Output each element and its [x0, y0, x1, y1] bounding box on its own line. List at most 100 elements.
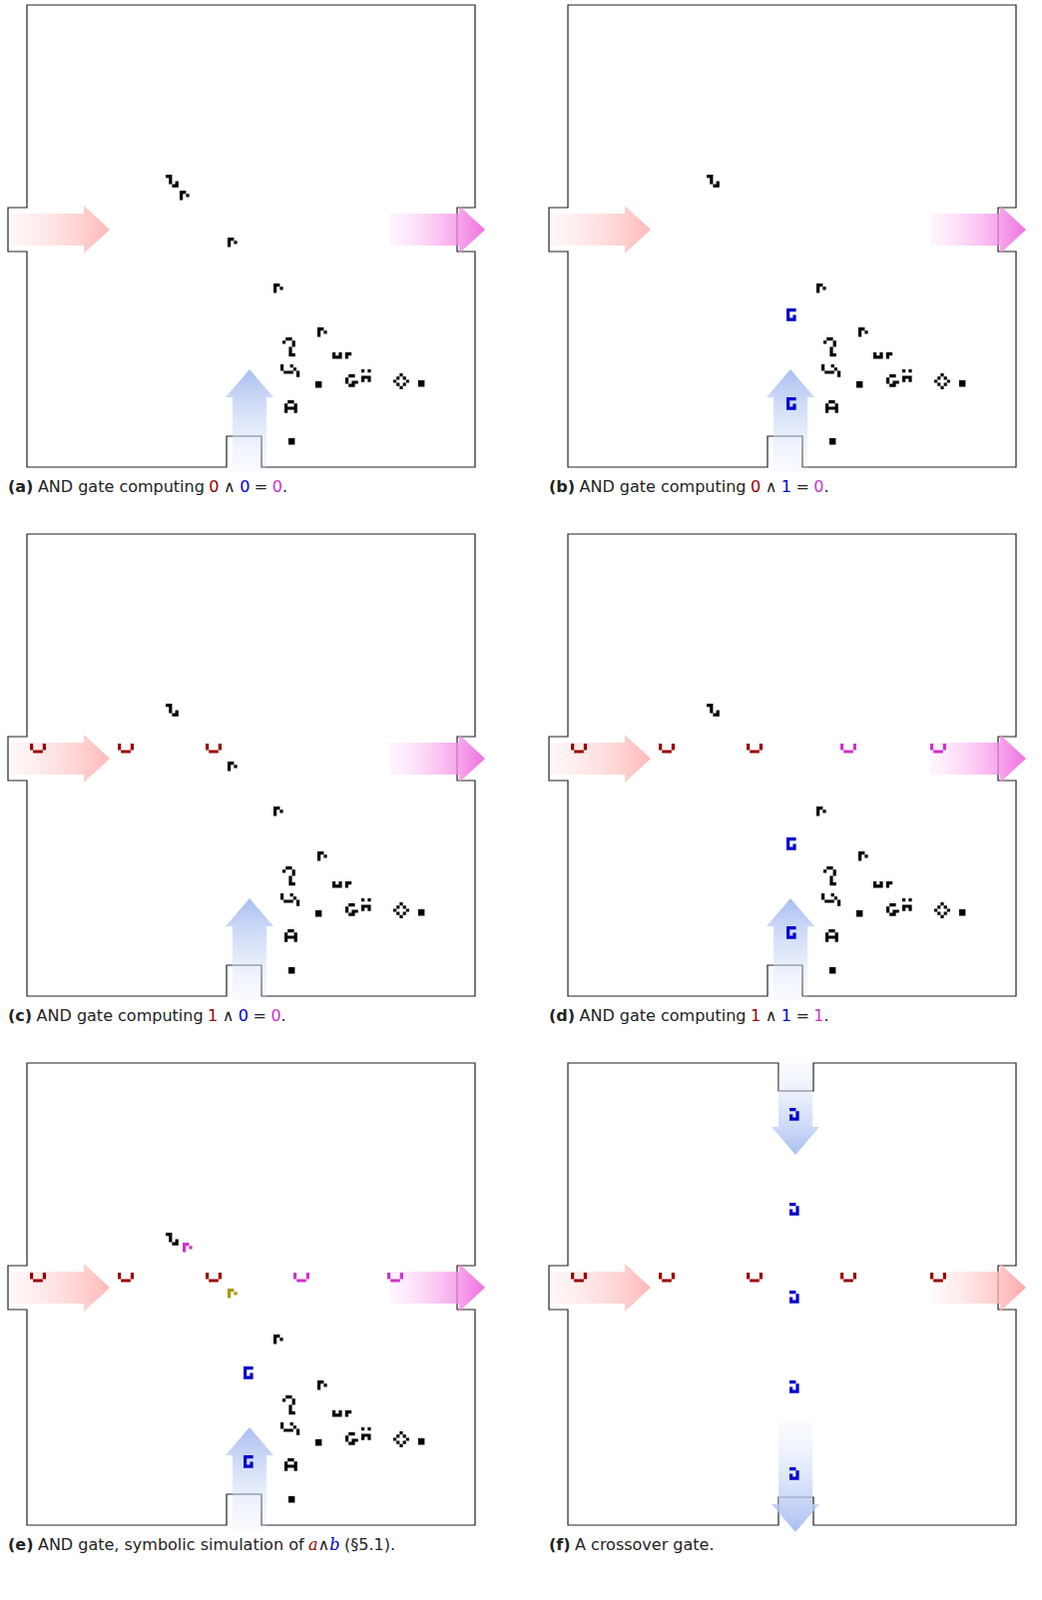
signal-arrow — [550, 205, 651, 254]
signal-arrow — [930, 734, 1027, 783]
life-pattern — [816, 283, 827, 294]
caption-text: 0 — [272, 477, 283, 497]
signal-arrow — [550, 1263, 651, 1312]
life-pattern — [930, 1272, 947, 1283]
life-pattern — [205, 743, 222, 754]
panel-caption: (c)AND gate computing1∧0=0. — [7, 1006, 287, 1026]
life-pattern — [393, 373, 410, 390]
signal-arrow — [389, 205, 486, 254]
caption-text: (e) — [7, 1535, 33, 1555]
life-pattern — [858, 327, 869, 338]
caption-text: (§5.1). — [344, 1535, 396, 1555]
life-pattern — [930, 743, 947, 754]
life-pattern — [789, 1107, 800, 1121]
caption-text: a — [308, 1535, 319, 1555]
life-pattern — [332, 881, 352, 888]
signal-arrow — [9, 734, 110, 783]
signal-arrow — [225, 898, 274, 1002]
life-pattern — [789, 1202, 800, 1216]
signal-arrow — [766, 898, 815, 1002]
life-pattern — [117, 743, 134, 754]
caption-text: A crossover gate. — [574, 1535, 714, 1555]
caption-text: AND gate computing — [579, 1006, 747, 1026]
life-pattern — [873, 352, 893, 359]
life-pattern — [418, 1438, 425, 1445]
caption-text: 0 — [208, 477, 219, 497]
caption-text: (c) — [7, 1006, 32, 1026]
life-pattern — [786, 397, 797, 411]
life-pattern — [959, 380, 966, 387]
life-pattern — [317, 327, 328, 338]
life-pattern — [345, 903, 359, 917]
caption-text: AND gate computing — [36, 1006, 204, 1026]
life-pattern — [902, 369, 913, 383]
life-pattern — [886, 374, 900, 388]
life-pattern — [345, 1432, 359, 1446]
signal-arrow — [930, 1263, 1027, 1312]
caption-text: . — [824, 1006, 830, 1026]
life-pattern — [856, 910, 863, 917]
signal-arrow — [225, 369, 274, 473]
life-pattern — [317, 1380, 328, 1391]
life-pattern — [858, 851, 869, 862]
signal-arrow — [225, 1427, 274, 1531]
life-pattern — [29, 1272, 46, 1283]
signal-arrow — [9, 205, 110, 254]
life-pattern — [393, 902, 410, 919]
caption-text: 1 — [781, 1006, 792, 1026]
caption-text: AND gate computing — [37, 477, 205, 497]
life-pattern — [243, 1366, 254, 1380]
caption-text: ∧ — [765, 1006, 778, 1026]
life-pattern — [658, 1272, 675, 1283]
life-pattern — [315, 1439, 322, 1446]
life-pattern — [934, 902, 951, 919]
life-pattern — [840, 743, 857, 754]
life-pattern — [789, 1290, 800, 1304]
caption-text: = — [795, 1006, 809, 1026]
life-pattern — [786, 926, 797, 940]
life-pattern — [345, 374, 359, 388]
caption-text: = — [795, 477, 809, 497]
life-pattern — [315, 910, 322, 917]
life-pattern — [789, 1467, 800, 1481]
life-pattern — [825, 400, 839, 414]
caption-text: ∧ — [222, 1006, 235, 1026]
caption-text: ∧ — [765, 477, 778, 497]
caption-text: 0 — [750, 477, 761, 497]
life-pattern — [361, 898, 372, 912]
life-pattern — [570, 1272, 587, 1283]
caption-text: 0 — [238, 1006, 249, 1026]
life-pattern — [273, 806, 284, 817]
life-pattern — [165, 174, 179, 188]
life-pattern — [227, 761, 238, 772]
life-pattern — [315, 381, 322, 388]
life-pattern — [243, 1455, 254, 1469]
caption-text: 0 — [813, 477, 824, 497]
caption-text: (a) — [7, 477, 33, 497]
panel-caption: (e)AND gate, symbolic simulation ofa∧b(§… — [7, 1535, 396, 1555]
life-pattern — [823, 337, 837, 357]
life-pattern — [280, 893, 300, 907]
life-pattern — [293, 1272, 310, 1283]
life-pattern — [856, 381, 863, 388]
caption-text: = — [254, 477, 268, 497]
signal-arrow — [9, 1263, 110, 1312]
caption-text: b — [329, 1535, 340, 1555]
life-pattern — [959, 909, 966, 916]
caption-text: = — [253, 1006, 267, 1026]
life-pattern — [288, 438, 295, 445]
panel-caption: (b)AND gate computing0∧1=0. — [548, 477, 830, 497]
signal-arrow — [766, 369, 815, 473]
life-pattern — [418, 909, 425, 916]
life-pattern — [570, 743, 587, 754]
caption-text: AND gate, symbolic simulation of — [37, 1535, 305, 1555]
life-pattern — [288, 967, 295, 974]
life-pattern — [179, 190, 190, 201]
life-pattern — [282, 1395, 296, 1415]
life-pattern — [280, 364, 300, 378]
life-pattern — [418, 380, 425, 387]
signal-arrow — [771, 1422, 820, 1533]
caption-text: 1 — [813, 1006, 824, 1026]
caption-text: . — [282, 477, 288, 497]
